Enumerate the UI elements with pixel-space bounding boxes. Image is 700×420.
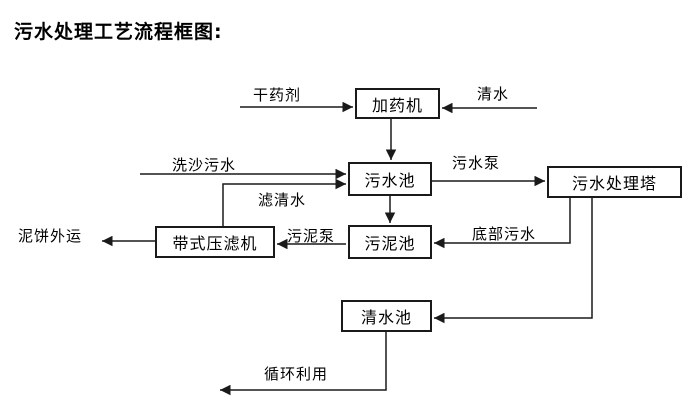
edge-label-filtered-water: 滤清水	[258, 191, 307, 209]
node-sludge-pool: 污泥池	[348, 225, 432, 259]
node-sewage-pool: 污水池	[348, 162, 432, 196]
edge-label-mud-cake-out: 泥饼外运	[18, 227, 83, 245]
node-sludge-pool-label: 污泥池	[364, 234, 416, 253]
connector-tower-to-clean	[434, 198, 593, 324]
page-title: 污水处理工艺流程框图:	[14, 21, 223, 43]
node-sewage-pool-label: 污水池	[364, 171, 416, 190]
node-clean-water-pool-label: 清水池	[360, 308, 412, 327]
node-belt-filter-press: 带式压滤机	[155, 226, 275, 258]
node-clean-water-pool: 清水池	[341, 300, 432, 332]
node-dosing-machine: 加药机	[355, 88, 440, 119]
node-treatment-tower: 污水处理塔	[547, 166, 682, 198]
connector-recycle	[220, 332, 387, 396]
connector-filtered-water	[222, 178, 346, 226]
edge-label-sand-wash-sewage: 洗沙污水	[172, 156, 237, 174]
node-dosing-machine-label: 加药机	[371, 95, 423, 115]
edge-label-sludge-pump: 污泥泵	[287, 227, 336, 245]
node-treatment-tower-label: 污水处理塔	[571, 174, 657, 193]
edge-label-dry-agent: 干药剂	[253, 86, 302, 104]
edge-label-bottom-sewage: 底部污水	[472, 225, 537, 243]
edge-label-sewage-pump: 污水泵	[452, 154, 501, 172]
connector-bottom-sewage	[434, 198, 571, 249]
edge-label-recycle-use: 循环利用	[264, 365, 329, 383]
node-belt-filter-press-label: 带式压滤机	[172, 234, 258, 253]
edge-label-clean-water: 清水	[477, 85, 510, 103]
